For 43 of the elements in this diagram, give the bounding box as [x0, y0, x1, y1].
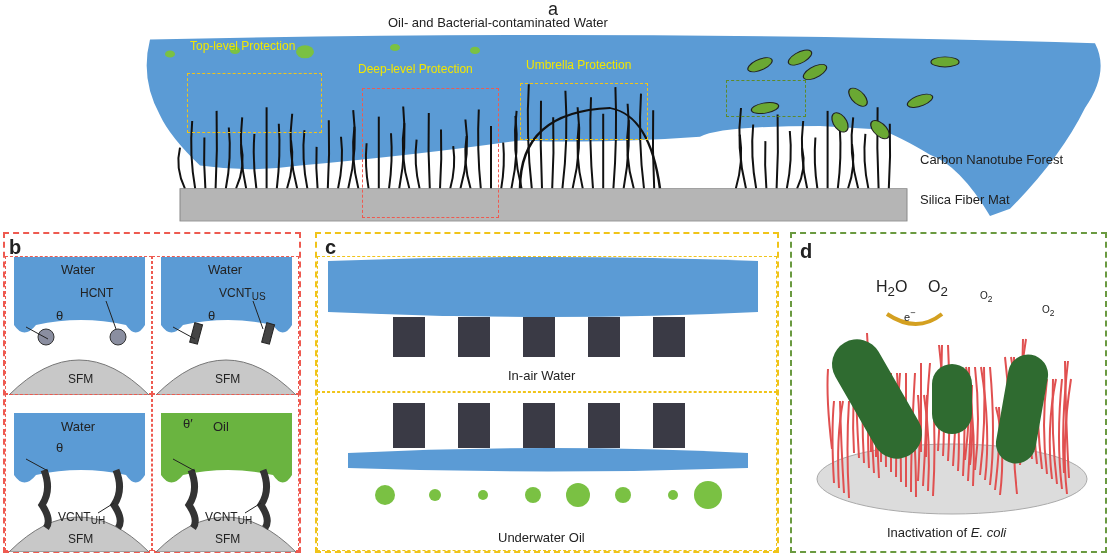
bacteria-region-marker [726, 80, 806, 117]
nanotube-label: HCNT [80, 287, 114, 301]
molecule-label: O$_{2}$ [928, 278, 948, 300]
contact-angle-symbol: θ [208, 309, 216, 324]
panel-frame [3, 232, 301, 553]
substrate-label: SFM [68, 373, 94, 387]
contact-angle-symbol: θ [56, 309, 64, 324]
liquid-label: Water [208, 263, 243, 278]
molecule-label: O$_{2}$ [1042, 304, 1055, 319]
region-label: Deep-level Protection [358, 63, 473, 77]
scheme-label: In-air Water [508, 369, 576, 384]
top-level-protection-marker [187, 73, 322, 133]
sub-panel [152, 394, 299, 551]
panel-letter: c [325, 236, 337, 258]
substrate-label: SFM [215, 373, 241, 387]
liquid-label: Oil [213, 420, 229, 435]
molecule-label: O$_{2}$ [980, 290, 993, 305]
panel-letter: a [548, 0, 558, 19]
region-label: Umbrella Protection [526, 59, 632, 73]
scheme-label: Inactivation of E. coli [887, 526, 1007, 541]
nanotube-label: VCNT$_{US}$ [219, 287, 266, 303]
umbrella-protection-marker [520, 83, 648, 140]
region-label: Top-level Protection [190, 40, 296, 54]
panel-frame [315, 232, 779, 553]
contact-angle-symbol: θ′ [183, 417, 193, 432]
sub-panel [317, 256, 777, 392]
heading: Oil- and Bacterial-contaminated Water [388, 16, 608, 31]
liquid-label: Water [61, 420, 96, 435]
electron-label: e$^{−}$ [904, 308, 916, 323]
substrate-label: SFM [215, 533, 241, 547]
deep-level-protection-marker [362, 88, 499, 218]
panel-letter: b [9, 236, 22, 258]
molecule-label: H$_{2}$O [876, 278, 908, 300]
scheme-label: Underwater Oil [498, 531, 585, 546]
panel-frame [790, 232, 1107, 553]
nanotube-label: VCNT$_{UH}$ [205, 511, 253, 527]
substrate-label: SFM [68, 533, 94, 547]
sub-panel [5, 394, 152, 551]
sub-panel [317, 392, 777, 551]
liquid-label: Water [61, 263, 96, 278]
panel-letter: d [800, 240, 813, 262]
contact-angle-symbol: θ [56, 441, 64, 456]
nanotube-label: VCNT$_{UH}$ [58, 511, 106, 527]
